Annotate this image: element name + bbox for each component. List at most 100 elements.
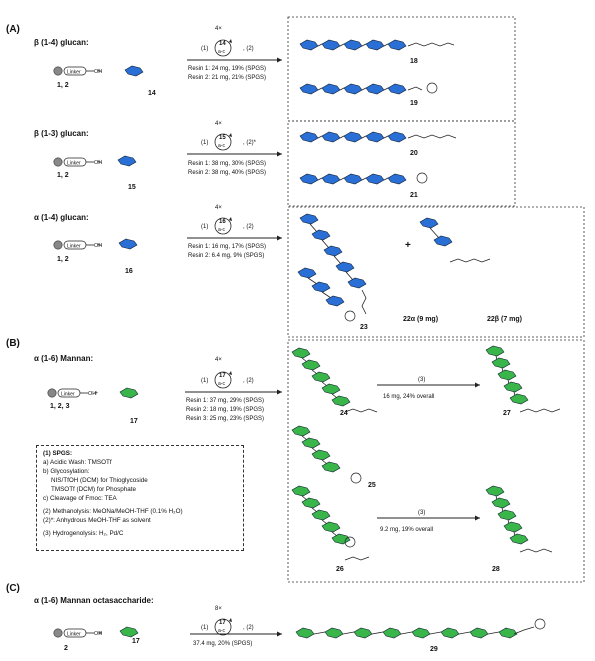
beta13-step2: , (2)*: [243, 140, 257, 146]
glycosidic-bond: [400, 631, 413, 635]
sugar-ring: [299, 213, 319, 225]
glycosidic-bond: [313, 631, 326, 635]
building-block-17-ring: [119, 387, 139, 399]
sugar-ring: [331, 533, 351, 545]
bb17-label: 17: [130, 418, 138, 425]
alpha14-cond-1: Resin 1: 16 mg, 17% (SPGS): [188, 244, 267, 250]
beta13-resin-label: 1, 2: [57, 172, 69, 179]
alkyl-chain: [449, 258, 491, 263]
sugar-ring: [433, 235, 453, 247]
cycle-circle-icon: [214, 618, 232, 636]
product-box: [287, 120, 516, 207]
glucose-ring: [343, 83, 363, 95]
mannose-ring: [498, 627, 518, 639]
sugar-ring: [301, 359, 321, 371]
glycosidic-bond: [333, 255, 342, 265]
resin-bead-icon: [53, 157, 63, 167]
benzene-ring-icon: [344, 536, 356, 548]
resin-bead-icon: [53, 66, 63, 76]
sugar-ring: [297, 267, 317, 279]
glycosidic-bond: [317, 177, 323, 181]
mannan-repeat: 4×: [215, 357, 222, 363]
sugar-ring: [291, 425, 311, 437]
glycosidic-bond: [361, 135, 367, 139]
plus-sign: +: [97, 68, 101, 75]
alpha14-cycle-num: 16: [219, 219, 226, 225]
glycosidic-bond: [321, 291, 332, 299]
building-block-15-ring: [117, 155, 137, 167]
octa-repeat: 8×: [215, 606, 222, 612]
alkyl-chain: [519, 408, 561, 413]
hydrogenolysis-arrow-2-head: [475, 515, 480, 521]
mannan-step1: (1): [201, 378, 209, 384]
glucose-ring: [321, 39, 341, 51]
glucose-ring: [365, 131, 385, 143]
product-28-label: 28: [492, 566, 500, 573]
mannan-cond-3: Resin 3: 25 mg, 23% (SPGS): [186, 416, 265, 422]
alkyl-chain: [407, 134, 457, 139]
reaction-arrow-beta14-head: [277, 57, 282, 63]
glycosidic-bond: [317, 135, 323, 139]
bb16-label: 16: [125, 268, 133, 275]
cycle-arrow-icon: [229, 217, 232, 221]
resin-bead-icon: [53, 628, 63, 638]
sugar-ring: [311, 281, 331, 293]
sugar-ring: [509, 393, 529, 405]
octa-cycle-num: 17: [219, 620, 226, 626]
legend-line: (2) Methanolysis: MeONa/MeOH-THF (0.1% H…: [43, 508, 183, 515]
building-block-17c-ring: [119, 626, 139, 638]
alkyl-chain: [407, 86, 423, 91]
hydro1-cond: 16 mg, 24% overall: [383, 394, 435, 400]
product-23-label: 23: [360, 324, 368, 331]
plus-sign: +: [97, 242, 101, 249]
sugar-ring: [485, 485, 505, 497]
glucose-ring: [387, 39, 407, 51]
glucose-ring: [387, 83, 407, 95]
alkyl-chain: [513, 626, 535, 635]
glycosidic-bond: [383, 87, 389, 91]
cycle-arrow-icon: [229, 371, 232, 375]
product-box: [287, 206, 585, 338]
glucose-ring: [343, 131, 363, 143]
legend-line: (2)*: Anhydrous MeOH-THF as solvent: [43, 517, 151, 524]
beta13-cond-2: Resin 2: 38 mg, 40% (SPGS): [188, 170, 267, 176]
glycosidic-bond: [361, 43, 367, 47]
beta14-resin-label: 1, 2: [57, 82, 69, 89]
sugar-ring: [323, 245, 343, 257]
sugar-ring: [503, 521, 523, 533]
glucose-ring: [365, 39, 385, 51]
octa-resin-label: 2: [64, 645, 68, 652]
beta13-step1: (1): [201, 140, 209, 146]
linker-text: Linker: [67, 631, 81, 637]
glucose-ring: [299, 131, 319, 143]
glycosidic-bond: [429, 631, 442, 635]
section-b-label: (B): [6, 338, 20, 349]
cycle-circle-icon: [214, 133, 232, 151]
alpha14-cond-2: Resin 2: 6.4 mg, 9% (SPGS): [188, 253, 265, 259]
bb15-label: 15: [128, 184, 136, 191]
reaction-arrow-alpha14-head: [277, 235, 282, 241]
beta13-cycle-num: 15: [219, 135, 226, 141]
beta13-cond-1: Resin 1: 38 mg, 30% (SPGS): [188, 161, 267, 167]
mannan-cycle-num: 17: [219, 373, 226, 379]
octa-title: α (1-6) Mannan octasaccharide:: [34, 596, 154, 605]
oh-text: OH: [88, 391, 96, 397]
glucose-ring: [321, 131, 341, 143]
beta14-cycle-sub: a-c: [218, 49, 225, 55]
mannan-title: α (1-6) Mannan:: [34, 354, 94, 363]
linker-text: Linker: [61, 391, 75, 397]
sugar-ring: [497, 369, 517, 381]
glycosidic-bond: [321, 239, 330, 249]
glycosidic-bond: [339, 177, 345, 181]
benzene-ring-icon: [344, 310, 356, 322]
octa-step2: , (2): [243, 625, 254, 631]
beta13-repeat: 4×: [215, 121, 222, 127]
sugar-ring: [503, 381, 523, 393]
linker-text: Linker: [67, 69, 81, 75]
oh-text: OH: [94, 69, 102, 75]
glycosidic-bond: [429, 227, 440, 239]
sugar-ring: [291, 485, 311, 497]
resin-bead-icon: [47, 388, 57, 398]
hydro2-cond: 9.2 mg, 19% overall: [380, 527, 434, 533]
glucose-ring: [299, 83, 319, 95]
